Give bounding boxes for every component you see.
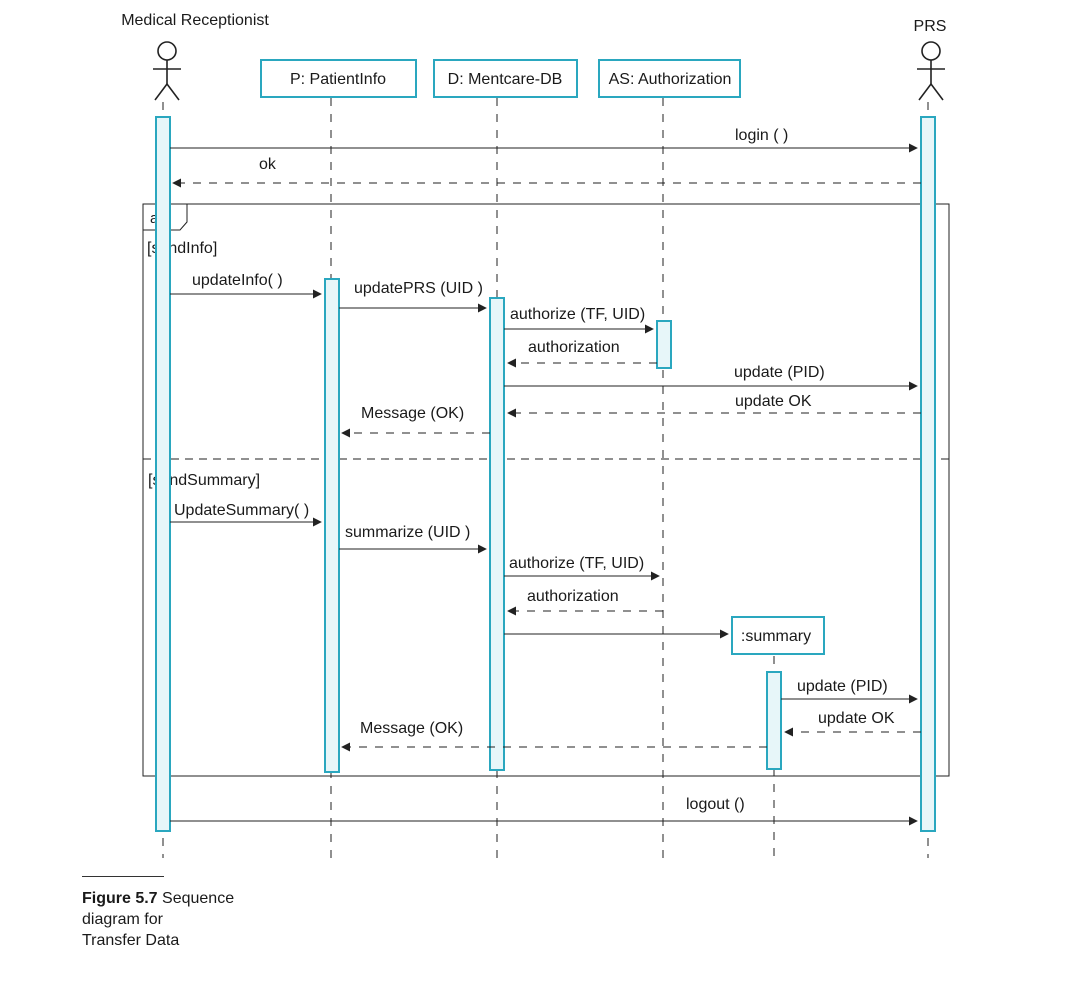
msg-login-label: login ( ) <box>735 127 788 144</box>
caption-line-2: diagram for <box>82 911 163 928</box>
msg-authorize2-label: authorize (TF, UID) <box>509 555 644 572</box>
guard-send-summary: [sendSummary] <box>148 472 260 489</box>
object-box-mentcare-db <box>433 59 578 98</box>
msg-authorize1-label: authorize (TF, UID) <box>510 306 645 323</box>
actor-receptionist-name: Medical Receptionist <box>121 12 269 29</box>
msg-summarize-label: summarize (UID ) <box>345 524 470 541</box>
activation-authorization <box>656 320 672 369</box>
activation-receptionist <box>155 116 171 832</box>
object-label-patientinfo: P: PatientInfo <box>290 71 386 88</box>
caption-rule <box>82 876 164 877</box>
actor-prs-name: PRS <box>914 18 947 35</box>
msg-logout-label: logout () <box>686 796 745 813</box>
msg-update-info-label: updateInfo( ) <box>192 272 283 289</box>
actor-prs-icon <box>917 41 945 101</box>
object-box-summary <box>731 616 825 655</box>
msg-authorization1-label: authorization <box>528 339 620 356</box>
object-box-authorization <box>598 59 741 98</box>
activation-mentcare-db <box>489 297 505 771</box>
object-label-authorization: AS: Authorization <box>609 71 732 88</box>
object-label-summary: :summary <box>741 628 811 645</box>
msg-update-ok2-label: update OK <box>818 710 895 727</box>
object-box-patientinfo <box>260 59 417 98</box>
caption-line-1: Sequence <box>162 890 235 907</box>
activation-summary <box>766 671 782 770</box>
msg-message-ok1-label: Message (OK) <box>361 405 464 422</box>
alt-fragment: alt [sendInfo] [sendSummary] <box>142 203 950 777</box>
msg-update-ok1-label: update OK <box>735 393 812 410</box>
figure-caption: Figure 5.7 Sequence diagram for Transfer… <box>82 888 282 951</box>
msg-update-prs-label: updatePRS (UID ) <box>354 280 483 297</box>
caption-line-3: Transfer Data <box>82 932 180 949</box>
activation-prs <box>920 116 936 832</box>
msg-update-summary-label: UpdateSummary( ) <box>174 502 309 519</box>
msg-ok-label: ok <box>259 156 277 173</box>
figure-number: Figure 5.7 <box>82 890 158 907</box>
msg-update-pid1-label: update (PID) <box>734 364 825 381</box>
activation-patientinfo <box>324 278 340 773</box>
actor-receptionist-icon <box>153 41 181 101</box>
object-label-mentcare-db: D: Mentcare-DB <box>448 71 563 88</box>
msg-message-ok2-label: Message (OK) <box>360 720 463 737</box>
msg-update-pid2-label: update (PID) <box>797 678 888 695</box>
msg-authorization2-label: authorization <box>527 588 619 605</box>
